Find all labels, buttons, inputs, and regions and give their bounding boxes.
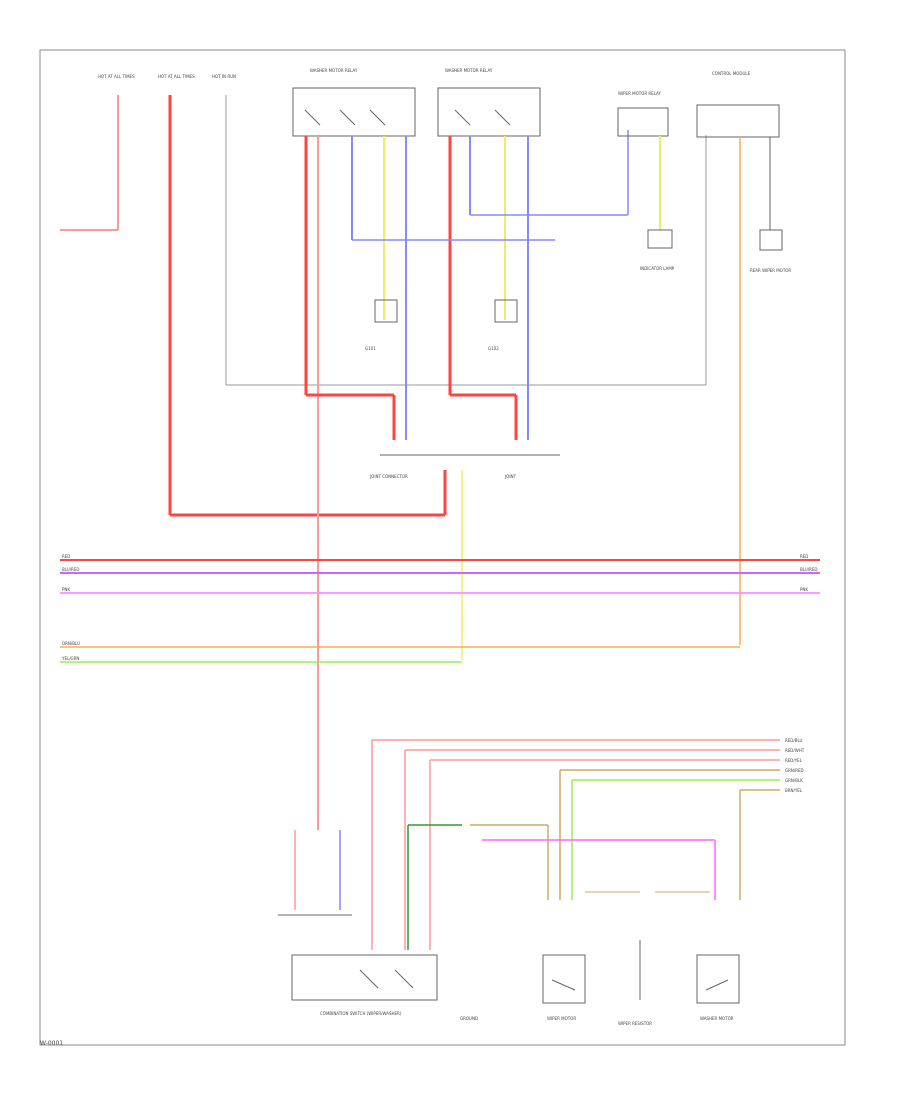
- bundle-label-4: GRN/RED: [785, 768, 804, 773]
- indicator-lamp-label: INDICATOR LAMP: [640, 266, 675, 271]
- bus-right-label-3: PNK: [800, 587, 808, 592]
- bundle-label-3: RED/YEL: [785, 758, 803, 763]
- power-feed-label-1: HOT AT ALL TIMES: [98, 74, 135, 79]
- bus-left-label-2: BLU/RED: [62, 567, 79, 572]
- ground-symbols: G101 G102: [365, 299, 518, 351]
- diagram-footer-label: W-0001: [40, 1040, 64, 1047]
- wiper-relay: WIPER MOTOR RELAY INDICATOR LAMP: [617, 91, 675, 271]
- bus-right-label-1: RED: [800, 554, 808, 559]
- power-feed-label-2: HOT AT ALL TIMES: [158, 74, 195, 79]
- ground-2-label: G102: [488, 346, 499, 351]
- washer-switch-1: WASHER MOTOR RELAY: [292, 68, 416, 830]
- washer-switch-2: WASHER MOTOR RELAY: [352, 68, 629, 440]
- right-bundle: RED/BLU RED/WHT RED/YEL GRN/RED GRN/BLK …: [371, 738, 805, 950]
- junction: JOINT CONNECTOR JOINT: [369, 454, 560, 660]
- bundle-label-2: RED/WHT: [785, 748, 805, 753]
- washer-switch-2-label: WASHER MOTOR RELAY: [445, 68, 493, 73]
- bundle-label-1: RED/BLU: [785, 738, 803, 743]
- bus-left-label-1: RED: [62, 554, 70, 559]
- combination-switch-label: COMBINATION SWITCH (WIPER/WASHER): [320, 1011, 402, 1016]
- bus-left-label-5: YEL/GRN: [61, 656, 79, 661]
- resistor-label: WIPER RESISTOR: [618, 1021, 652, 1026]
- bus-lines: RED BLU/RED PNK ORN/BLU YEL/GRN RED BLU/…: [60, 554, 820, 663]
- rear-wiper-motor-label: REAR WIPER MOTOR: [750, 268, 791, 273]
- junction-2-label: JOINT: [504, 474, 517, 479]
- bus-left-label-3: PNK: [62, 587, 70, 592]
- ground-1-label: G101: [365, 346, 376, 351]
- power-feed-label-3: HOT IN RUN: [212, 74, 236, 79]
- control-module-label: CONTROL MODULE: [712, 71, 751, 76]
- bus-right-label-2: BLU/RED: [800, 567, 817, 572]
- wiper-relay-label: WIPER MOTOR RELAY: [618, 91, 661, 96]
- bundle-label-5: GRN/BLK: [785, 778, 803, 783]
- control-module: CONTROL MODULE REAR WIPER MOTOR: [696, 71, 791, 645]
- washer-switch-1-label: WASHER MOTOR RELAY: [310, 68, 358, 73]
- wiper-motor-front-label: WIPER MOTOR: [547, 1016, 576, 1021]
- power-feed-group: HOT AT ALL TIMES HOT AT ALL TIMES HOT IN…: [60, 74, 707, 517]
- lower-components: COMBINATION SWITCH (WIPER/WASHER) GROUND…: [278, 830, 740, 1026]
- junction-1-label: JOINT CONNECTOR: [369, 474, 408, 479]
- module-ground-label: GROUND: [460, 1016, 478, 1021]
- bus-left-label-4: ORN/BLU: [62, 641, 80, 646]
- bundle-label-6: BRN/YEL: [785, 788, 803, 793]
- wiper-motor-rear-label: WASHER MOTOR: [700, 1016, 734, 1021]
- diagram-frame: [39, 49, 846, 1046]
